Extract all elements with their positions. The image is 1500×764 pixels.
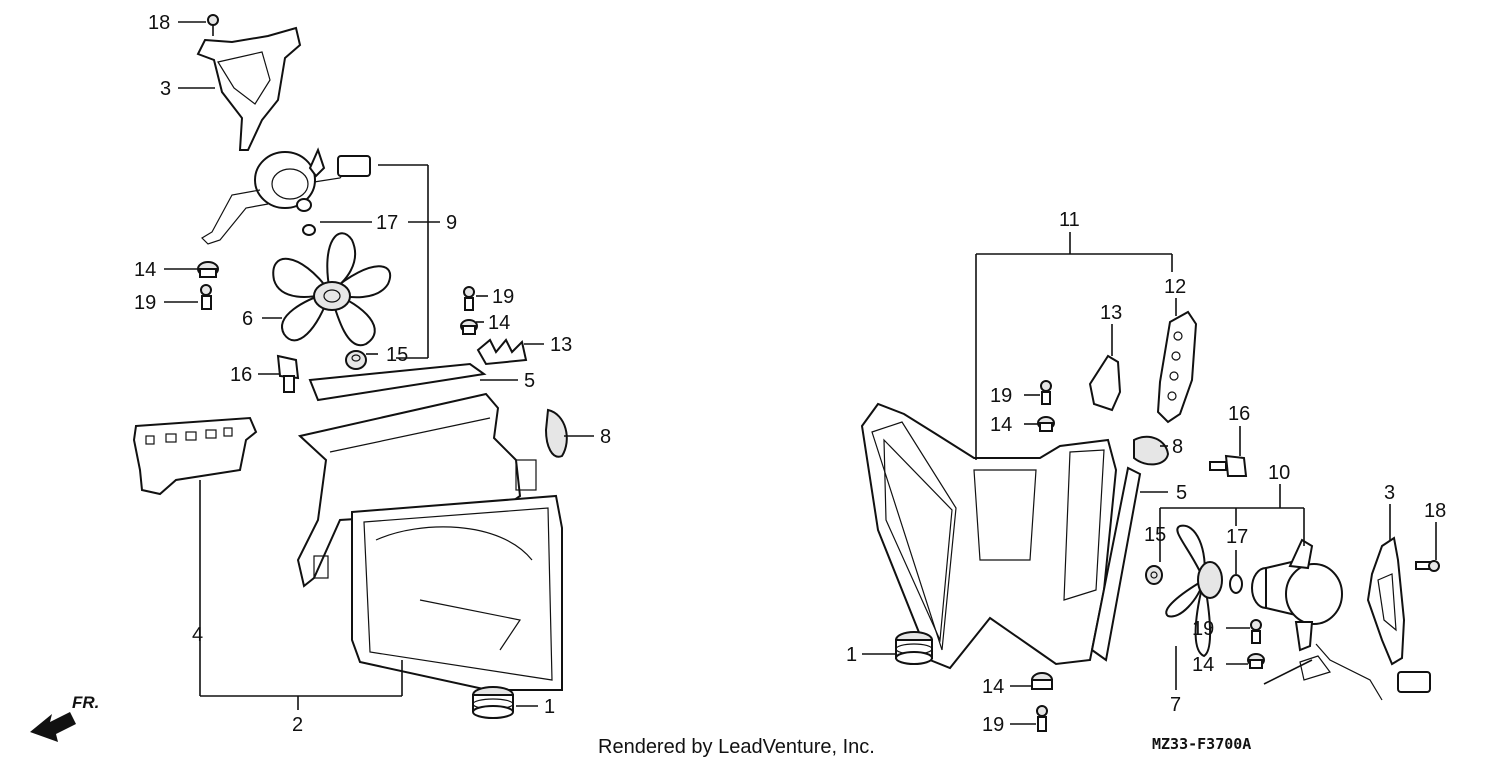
pad-8-left [544, 408, 568, 458]
callout-5-left: 5 [524, 370, 535, 392]
callout-7-right: 7 [1170, 694, 1181, 716]
callout-14-right-b: 14 [1192, 654, 1214, 676]
callout-10-right: 10 [1268, 462, 1290, 484]
front-arrow-icon [30, 712, 76, 742]
washer-17-left [302, 224, 316, 236]
fan-shroud-11-right [860, 402, 1118, 670]
pad-8-right [1133, 435, 1170, 466]
callout-19-right-b: 19 [1192, 618, 1214, 640]
callout-13-left: 13 [550, 334, 572, 356]
thermo-switch-16-right [1209, 454, 1248, 477]
nut-15-left [345, 350, 367, 370]
callout-8-left: 8 [600, 426, 611, 448]
clip-13-left [476, 338, 528, 366]
leaders-left [164, 21, 594, 710]
thermo-switch-16-left [276, 354, 300, 393]
grommet-14-right-b [1247, 653, 1265, 669]
callout-12-right: 12 [1164, 276, 1186, 298]
callout-15-right: 15 [1144, 524, 1166, 546]
callout-17-right: 17 [1226, 526, 1248, 548]
grommet-14-right-a [1037, 416, 1055, 432]
callout-1-right: 1 [846, 644, 857, 666]
callout-11-right: 11 [1059, 209, 1080, 231]
callout-14-right-c: 14 [982, 676, 1004, 698]
callout-17-left: 17 [376, 212, 398, 234]
nut-15-right [1145, 565, 1163, 585]
fan-bracket-3-right [1366, 536, 1406, 666]
grommet-1-left [472, 686, 514, 719]
bracket-12-right [1156, 310, 1198, 424]
callout-8-right: 8 [1172, 436, 1183, 458]
clip-13-right [1088, 354, 1122, 412]
bolt-18-right [1415, 560, 1440, 572]
diagram-code: MZ33-F3700A [1152, 735, 1251, 753]
screw-19-left-a [200, 284, 212, 310]
callout-14-right-a: 14 [990, 414, 1012, 436]
callout-14-left-a: 14 [134, 259, 156, 281]
callout-19-right-a: 19 [990, 385, 1012, 407]
screw-19-right-c [1036, 705, 1048, 732]
seal-5-left [308, 362, 487, 402]
front-indicator: FR. [72, 693, 99, 712]
screw-19-left-b [463, 286, 475, 311]
seal-5-right [1090, 466, 1142, 662]
callout-13-right: 13 [1100, 302, 1122, 324]
leaders-right [862, 232, 1437, 725]
callout-3-right: 3 [1384, 482, 1395, 504]
fan-blade-6-left [272, 232, 392, 347]
grommet-1-right [895, 631, 933, 665]
grommet-14-left-a [197, 261, 219, 278]
callout-19-left-a: 19 [134, 292, 156, 314]
callout-5-right: 5 [1176, 482, 1187, 504]
callout-9-left: 9 [446, 212, 457, 234]
grommet-14-left-b [460, 319, 478, 335]
callout-4-left: 4 [192, 624, 203, 646]
fan-motor-9-left [201, 147, 371, 245]
fan-blade-7-right [1165, 524, 1223, 658]
bracket-4-left [132, 416, 258, 496]
callout-14-left-b: 14 [488, 312, 510, 334]
callout-19-left-b: 19 [492, 286, 514, 308]
grommet-14-right-c [1031, 672, 1053, 690]
callout-18-right: 18 [1424, 500, 1446, 522]
callout-1-left: 1 [544, 696, 555, 718]
callout-19-right-c: 19 [982, 714, 1004, 736]
fan-motor-10-right [1251, 538, 1431, 701]
screw-19-right-a [1040, 380, 1052, 405]
washer-17-right [1229, 574, 1243, 594]
screw-19-right-b [1250, 619, 1262, 644]
bolt-18-left [207, 14, 219, 36]
callout-16-left: 16 [230, 364, 252, 386]
callout-6-left: 6 [242, 308, 253, 330]
fan-shroud-2-left [296, 392, 563, 691]
callout-2-left: 2 [292, 714, 303, 736]
callout-18-left: 18 [148, 12, 170, 34]
callout-3-left: 3 [160, 78, 171, 100]
credit-text: Rendered by LeadVenture, Inc. [598, 736, 875, 758]
callout-16-right: 16 [1228, 403, 1250, 425]
callout-15-left: 15 [386, 344, 408, 366]
fan-bracket-3-left [196, 26, 302, 151]
